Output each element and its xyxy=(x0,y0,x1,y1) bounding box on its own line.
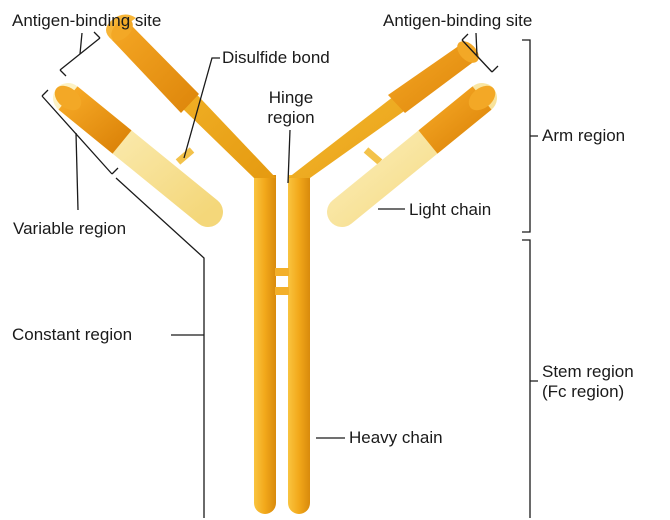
hinge-region-label: Hinge region xyxy=(262,88,320,128)
variable-region-leader xyxy=(76,133,78,210)
heavy-chain-stem-right xyxy=(288,175,310,514)
variable-region-label: Variable region xyxy=(13,219,126,239)
stem-region-label-line1: Stem region xyxy=(542,362,634,382)
stem-disulfide-bridge-upper xyxy=(275,268,289,276)
hinge-region-label-line1: Hinge xyxy=(262,88,320,108)
stem-disulfide-bridge-lower xyxy=(275,287,289,295)
antigen-binding-site-left-label: Antigen-binding site xyxy=(12,11,161,31)
hinge-region-label-line2: region xyxy=(262,108,320,128)
antigen-binding-site-right-label: Antigen-binding site xyxy=(383,11,532,31)
disulfide-bond-label: Disulfide bond xyxy=(222,48,330,68)
stem-region-label: Stem region (Fc region) xyxy=(542,362,634,402)
heavy-chain-stem-left xyxy=(254,175,276,514)
arm-region-label: Arm region xyxy=(542,126,625,146)
constant-region-bracket xyxy=(116,178,204,518)
stem-region-bracket xyxy=(522,240,538,518)
antigen-binding-left-leader xyxy=(80,33,82,54)
heavy-chain-label: Heavy chain xyxy=(349,428,443,448)
arm-region-bracket xyxy=(522,40,538,232)
constant-region-label: Constant region xyxy=(12,325,132,345)
light-chain-label: Light chain xyxy=(409,200,491,220)
stem-region-label-line2: (Fc region) xyxy=(542,382,634,402)
right-arm-disulfide-bond xyxy=(366,150,380,162)
